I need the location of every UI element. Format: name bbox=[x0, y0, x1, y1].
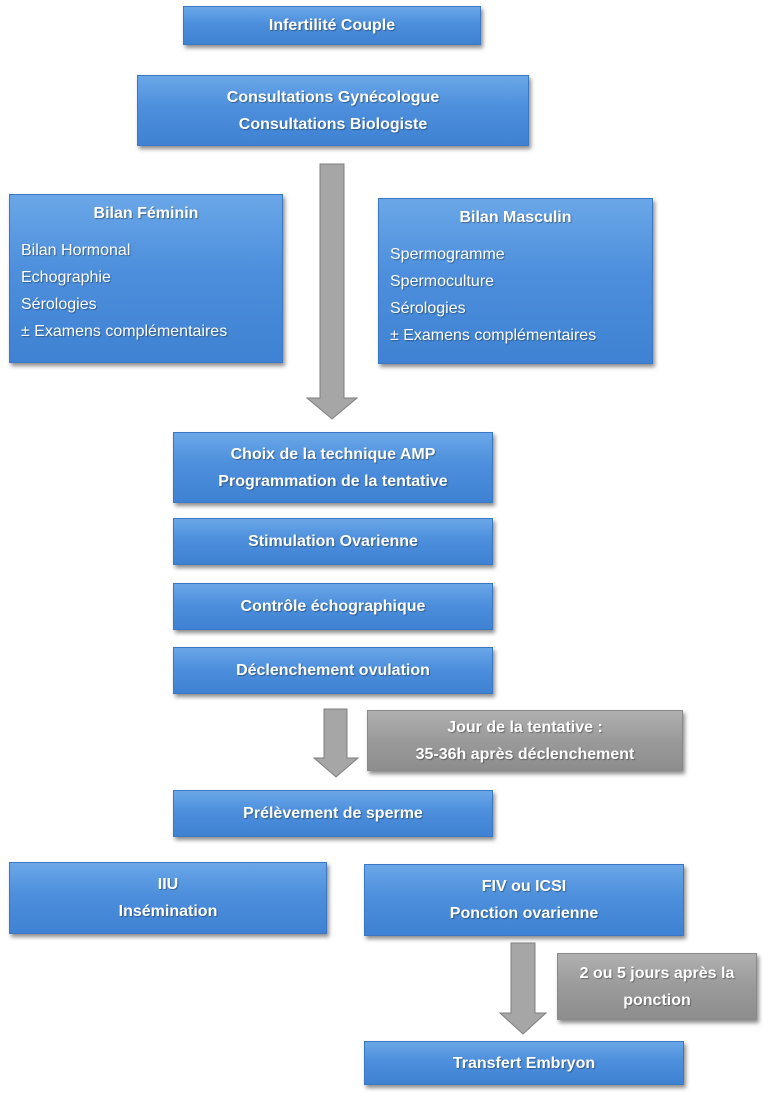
node-label: Ponction ovarienne bbox=[449, 905, 599, 922]
node-label: Consultations Biologiste bbox=[238, 115, 428, 133]
node-label: Transfert Embryon bbox=[452, 1054, 596, 1072]
note-label: Jour de la tentative : bbox=[447, 718, 603, 736]
node-label: Stimulation Ovarienne bbox=[248, 533, 418, 550]
node-prelevement: Prélèvement de sperme bbox=[173, 790, 493, 837]
note-jour-tentative: Jour de la tentative : 35-36h après décl… bbox=[367, 710, 683, 771]
list-item: Sérologies bbox=[21, 296, 97, 313]
node-bilan-masculin: Bilan Masculin Spermogramme Spermocultur… bbox=[378, 198, 653, 364]
node-transfert-embryon: Transfert Embryon bbox=[364, 1041, 684, 1085]
node-label: Consultations Gynécologue bbox=[226, 88, 440, 106]
node-consultations: Consultations Gynécologue Consultations … bbox=[137, 75, 529, 146]
node-controle: Contrôle échographique bbox=[173, 583, 493, 630]
node-label: Infertilité Couple bbox=[268, 17, 396, 34]
arrow-down-medium bbox=[312, 708, 360, 778]
list-item: Spermogramme bbox=[390, 246, 505, 263]
node-bilan-feminin: Bilan Féminin Bilan Hormonal Echographie… bbox=[9, 194, 283, 363]
node-choix-technique: Choix de la technique AMP Programmation … bbox=[173, 432, 493, 503]
list-item: ± Examens complémentaires bbox=[390, 327, 597, 344]
list-item: Bilan Hormonal bbox=[21, 242, 131, 259]
node-label: Programmation de la tentative bbox=[218, 472, 448, 490]
node-iiu: IIU Insémination bbox=[9, 862, 327, 934]
list-item: Sérologies bbox=[390, 300, 466, 317]
node-label: FIV ou ICSI bbox=[481, 878, 567, 895]
node-title: Bilan Féminin bbox=[93, 205, 199, 222]
node-infertilite-couple: Infertilité Couple bbox=[183, 6, 481, 45]
arrow-down-large bbox=[305, 163, 359, 420]
note-delai-ponction: 2 ou 5 jours après la ponction bbox=[557, 953, 757, 1020]
node-title: Bilan Masculin bbox=[459, 209, 572, 226]
node-stimulation: Stimulation Ovarienne bbox=[173, 518, 493, 565]
node-label: IIU bbox=[157, 876, 179, 893]
note-label: ponction bbox=[623, 991, 691, 1009]
node-declenchement: Déclenchement ovulation bbox=[173, 647, 493, 694]
node-label: Déclenchement ovulation bbox=[236, 662, 430, 679]
note-label: 35-36h après déclenchement bbox=[415, 745, 635, 763]
list-item: Echographie bbox=[21, 269, 111, 286]
list-item: ± Examens complémentaires bbox=[21, 323, 228, 340]
node-label: Insémination bbox=[118, 903, 218, 920]
node-label: Prélèvement de sperme bbox=[243, 805, 423, 822]
node-label: Contrôle échographique bbox=[240, 598, 426, 615]
node-label: Choix de la technique AMP bbox=[230, 445, 436, 463]
list-item: Spermoculture bbox=[390, 273, 495, 290]
node-fiv-icsi: FIV ou ICSI Ponction ovarienne bbox=[364, 864, 684, 936]
note-label: 2 ou 5 jours après la bbox=[579, 964, 735, 982]
arrow-down-small bbox=[498, 942, 548, 1035]
